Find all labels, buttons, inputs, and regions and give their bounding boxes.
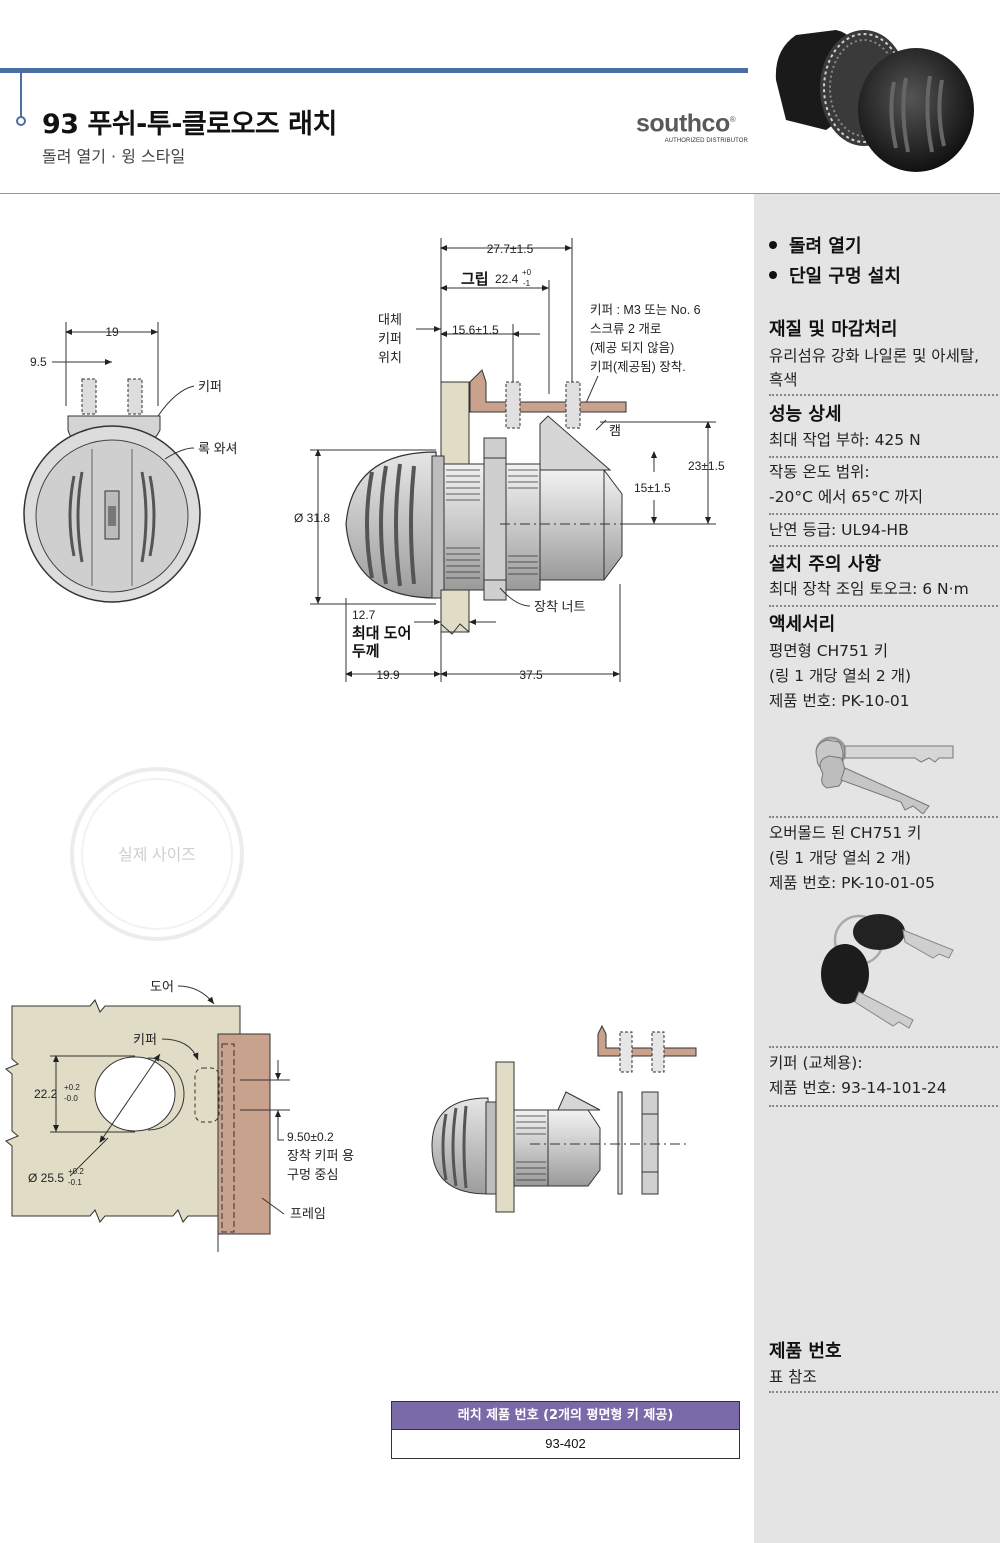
alt-keeper-1: 대체 [378,312,402,327]
alt-keeper-3: 위치 [378,350,402,365]
tol-22-2-minus: -0.0 [64,1094,78,1103]
material-text: 유리섬유 강화 나일론 및 아세탈, 흑색 [769,347,980,389]
dim-15: 15±1.5 [634,481,671,495]
dim-31-8: Ø 31.8 [294,511,330,525]
dim-12-7: 12.7 [352,608,376,622]
divider [769,816,998,818]
header-rule [0,68,748,73]
label-actual-size: 실제 사이즈 [118,846,196,864]
label-keeper-center-2: 구멍 중심 [287,1167,338,1182]
divider [769,456,998,458]
performance-heading: 성능 상세 [769,404,842,425]
divider [769,605,998,607]
temp-label: 작동 온도 범위: [769,463,870,481]
acc1-line2: (링 1 개당 열쇠 2 개) [769,667,912,685]
technical-drawing: 19 9.5 키퍼 록 와셔 27.7±1.5 그립 22.4 [5,238,725,1252]
grip-tol-plus: +0 [522,268,532,277]
divider [769,1105,998,1107]
acc1-line1: 평면형 CH751 키 [769,642,888,660]
label-max-door-1: 최대 도어 [352,624,411,642]
label-mount-nut: 장착 너트 [534,599,585,614]
acc2-line1: 오버몰드 된 CH751 키 [769,824,922,842]
label-keeper-center-1: 장착 키퍼 용 [287,1148,354,1163]
dim-9-50: 9.50±0.2 [287,1130,334,1144]
label-grip: 그립 [461,271,489,288]
latch-product-photo [775,30,974,172]
feature-item: 단일 구멍 설치 [769,262,901,288]
label-lock-washer: 록 와셔 [198,441,238,456]
actual-size-watermark: 실제 사이즈 [70,767,244,941]
dim-15-6: 15.6±1.5 [452,323,499,337]
logo-wordmark: southco [636,109,730,138]
logo-registered: ® [729,115,736,124]
dim-19-9: 19.9 [376,668,400,682]
feature-label: 단일 구멍 설치 [789,266,901,287]
flammability: 난연 등급: UL94-HB [769,521,909,539]
spec-sidebar: 돌려 열기 단일 구멍 설치 재질 및 마감처리 유리섬유 강화 나일론 및 아… [754,194,1000,1543]
label-keeper-cutout: 키퍼 [133,1032,157,1047]
dim-23: 23±1.5 [688,459,725,473]
header-dot [16,116,26,126]
header-divider [0,193,1000,194]
bullet-icon [769,241,777,249]
install-text: 최대 장착 조임 토오크: 6 N·m [769,580,969,598]
accessories-heading: 액세서리 [769,614,836,635]
install-heading: 설치 주의 사항 [769,554,881,575]
label-max-door-2: 두께 [352,643,380,660]
exploded-view [431,1024,697,1213]
acc2-line2: (링 1 개당 열쇠 2 개) [769,849,912,867]
dim-9-5: 9.5 [30,355,47,369]
flat-keys-image [815,736,954,814]
divider [769,1046,998,1048]
tol-22-2-plus: +0.2 [64,1083,80,1092]
part-heading: 제품 번호 [769,1341,842,1362]
keeper-line1: 키퍼 (교체용): [769,1054,863,1072]
feature-label: 돌려 열기 [789,236,862,257]
material-heading: 재질 및 마감처리 [769,319,898,340]
logo-subtitle: AUTHORIZED DISTRIBUTOR [664,138,748,145]
temp-range: -20°C 에서 65°C 까지 [769,488,924,506]
bullet-icon [769,271,777,279]
label-frame: 프레임 [290,1206,326,1221]
table-header: 래치 제품 번호 (2개의 평면형 키 제공) [392,1402,739,1430]
cutout-view: 22.2 +0.2 -0.0 Ø 25.5 +0.2 -0.1 도어 키퍼 9.… [5,979,354,1252]
dim-19: 19 [105,325,119,339]
header-tick [20,73,22,117]
dim-grip: 22.4 [495,272,519,286]
keeper-note-2: 스크류 2 개로 [590,322,661,336]
dim-37-5: 37.5 [519,668,543,682]
overmolded-keys-image [821,914,954,1029]
dim-22-2: 22.2 [34,1087,58,1101]
side-view: 27.7±1.5 그립 22.4 +0 -1 대체 키퍼 위치 15.6±1.5… [294,238,725,682]
page-subtitle: 돌려 열기 · 윙 스타일 [42,147,186,166]
label-door: 도어 [150,979,174,994]
keeper-note-4: 키퍼(제공됨) 장착. [590,360,686,374]
page-title: 93 푸쉬-투-클로오즈 래치 [42,109,337,140]
southco-logo: southco® AUTHORIZED DISTRIBUTOR [636,106,748,144]
feature-item: 돌려 열기 [769,232,862,258]
grip-tol-minus: -1 [523,279,531,288]
part-number-table: 래치 제품 번호 (2개의 평면형 키 제공) 93-402 [391,1401,740,1459]
max-load: 최대 작업 부하: 425 N [769,431,921,449]
label-cam: 캠 [609,423,621,438]
divider [769,545,998,547]
dim-25-5: Ø 25.5 [28,1171,64,1185]
divider [769,513,998,515]
keeper-note-3: (제공 되지 않음) [590,341,674,355]
keeper-line2: 제품 번호: 93-14-101-24 [769,1079,947,1097]
label-keeper-front: 키퍼 [198,379,222,394]
keeper-note-1: 키퍼 : M3 또는 No. 6 [590,303,701,317]
part-text: 표 참조 [769,1368,817,1386]
divider [769,1391,998,1393]
tol-25-5-minus: -0.1 [68,1178,82,1187]
table-cell: 93-402 [392,1430,739,1458]
acc2-line3: 제품 번호: PK-10-01-05 [769,874,935,892]
alt-keeper-2: 키퍼 [378,331,402,346]
divider [769,394,998,396]
dim-27-7: 27.7±1.5 [487,242,534,256]
front-view: 19 9.5 키퍼 록 와셔 [23,322,238,603]
acc1-line3: 제품 번호: PK-10-01 [769,692,910,710]
tol-25-5-plus: +0.2 [68,1167,84,1176]
